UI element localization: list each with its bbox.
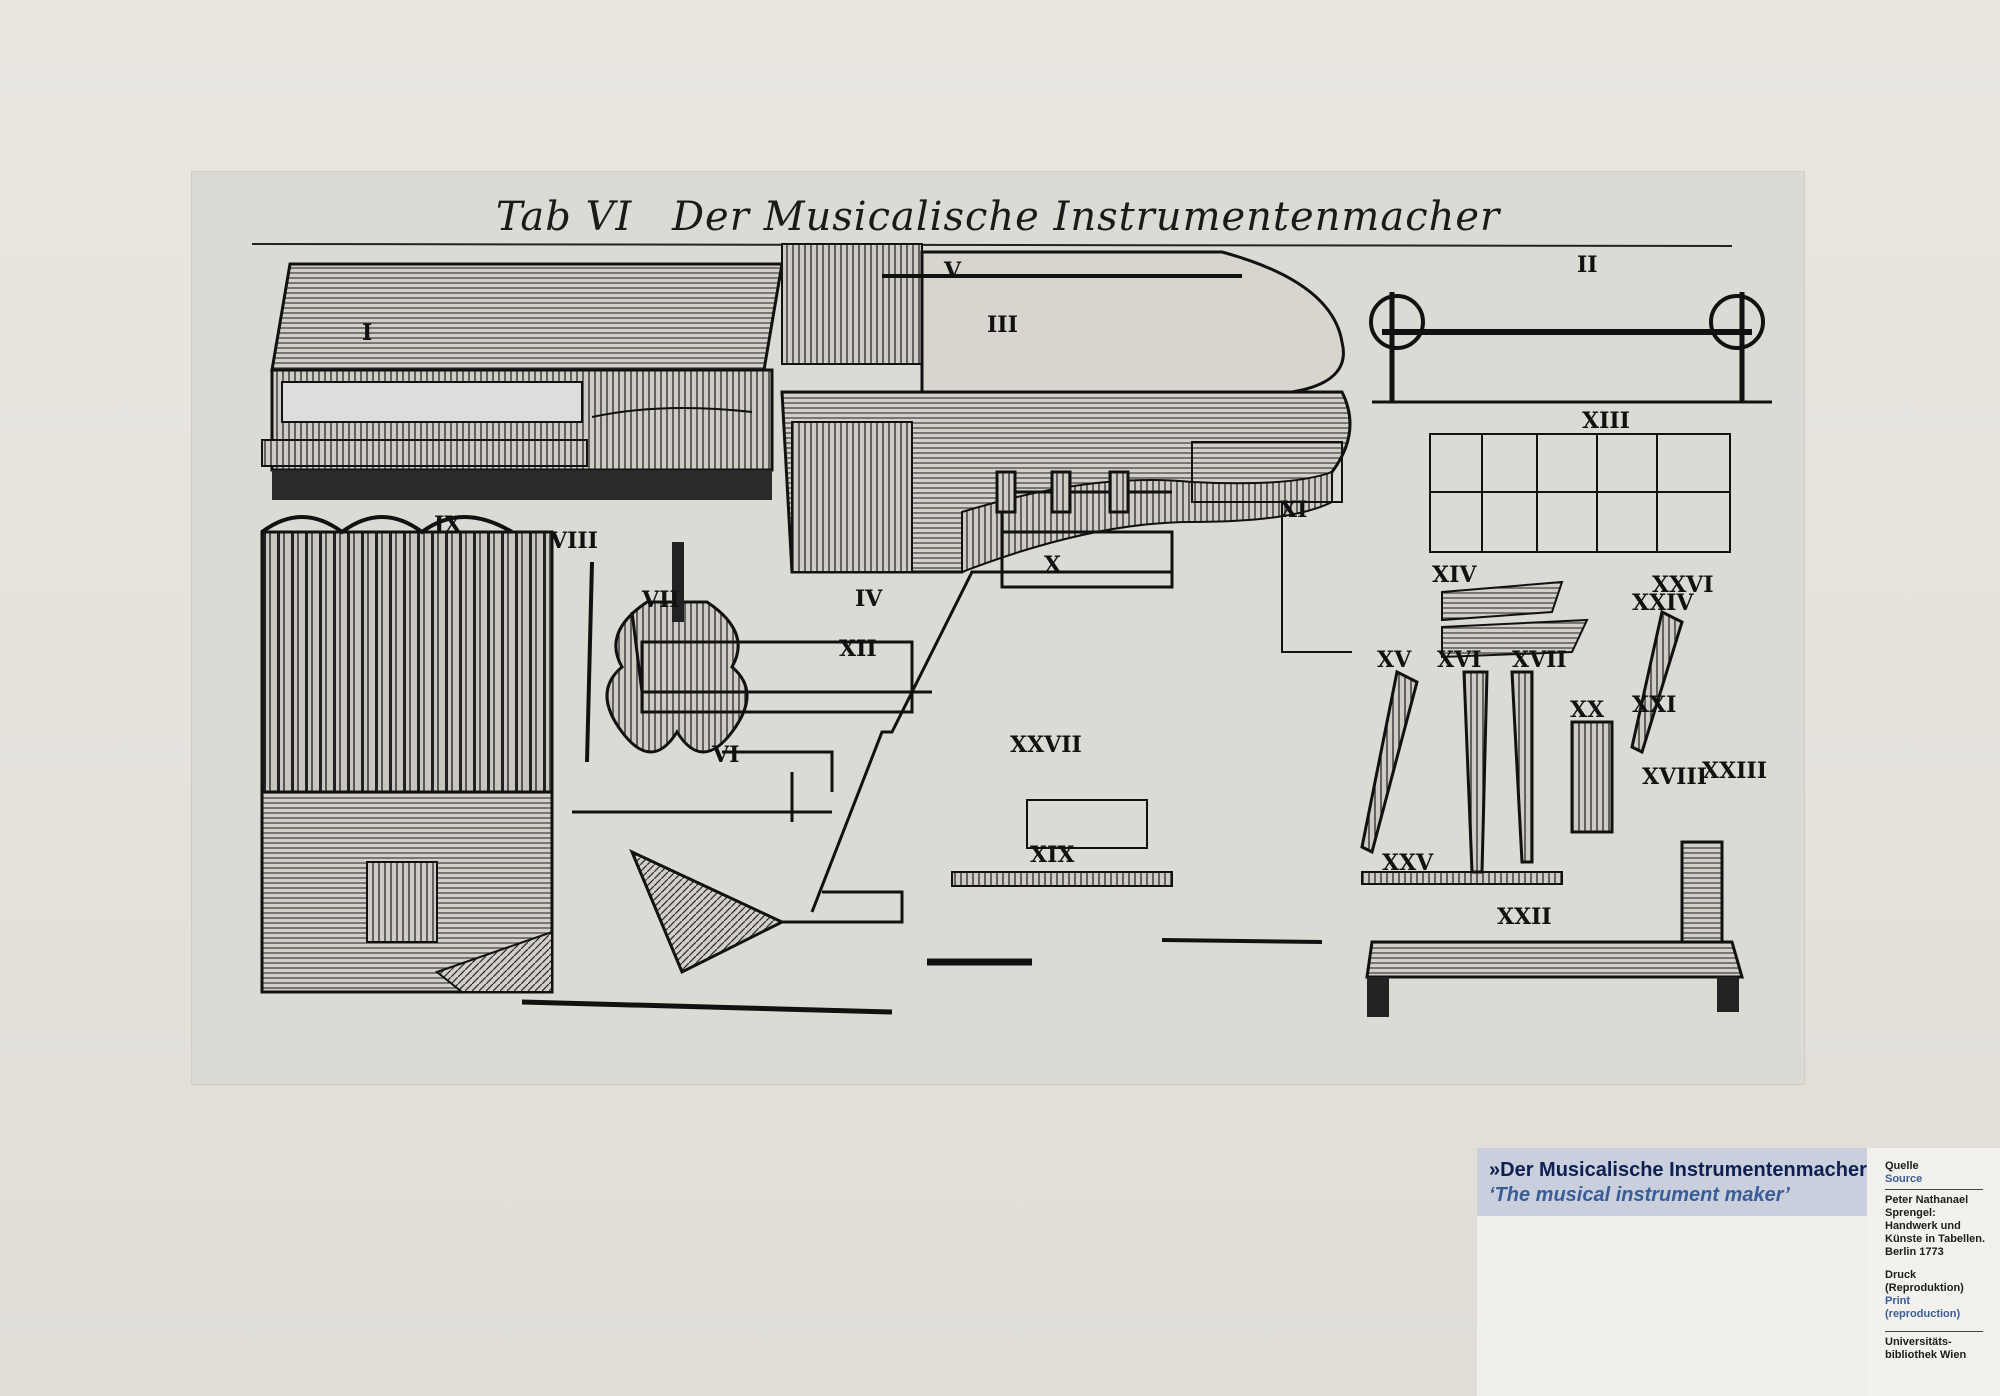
roman-label: IV [855, 586, 883, 612]
roman-label: XXVII [1010, 732, 1082, 758]
roman-label: XXI [1632, 692, 1676, 718]
roman-label: XVIII [1642, 764, 1707, 790]
source-panel: Quelle Source Peter Nathanael Sprengel: … [1867, 1148, 2000, 1396]
roman-label: XII [839, 636, 877, 662]
divider [1885, 1189, 1983, 1190]
roman-label: XIX [1030, 842, 1075, 868]
roman-label: XI [1280, 497, 1307, 523]
figure-mechanisms [521, 490, 1174, 1015]
roman-label: VIII [549, 528, 598, 554]
plate-title: Tab VI Der Musicalische Instrumentenmach… [192, 194, 1804, 240]
roman-label: XVII [1512, 647, 1567, 673]
roman-label: XIV [1432, 562, 1477, 588]
figure-clavichord [261, 262, 784, 500]
object-type-english: Print (reproduction) [1885, 1295, 1961, 1320]
roman-label: XXV [1382, 850, 1434, 876]
roman-label: III [987, 312, 1018, 338]
figure-winding-machine [1369, 292, 1772, 404]
divider [1885, 1331, 1983, 1332]
roman-label: XXIV [1632, 590, 1694, 616]
roman-label: XVI [1437, 647, 1481, 673]
source-citation: Peter Nathanael Sprengel: Handwerk und K… [1885, 1194, 1986, 1258]
label-title-german: »Der Musicalische Instrumentenmacher« [1489, 1159, 1879, 1181]
figure-bench [1365, 940, 1744, 1017]
roman-label: XXIII [1702, 758, 1767, 784]
plate-title-tab: Tab VI [495, 194, 633, 240]
source-heading-english: Source [1885, 1173, 1923, 1185]
roman-label: X [1044, 552, 1062, 578]
wall-label: »Der Musicalische Instrumentenmacher« ‘T… [1477, 1148, 1879, 1396]
figure-windchest [995, 470, 1130, 514]
roman-label: VII [641, 587, 680, 613]
roman-label: V [943, 258, 962, 284]
plate-title-text: Der Musicalische Instrumentenmacher [671, 194, 1501, 240]
figure-organ [260, 515, 554, 994]
object-type-german: Druck (Reproduktion) [1885, 1269, 1964, 1294]
roman-label: XX [1570, 697, 1605, 723]
engraving-plate: Tab VI Der Musicalische Instrumentenmach… [192, 172, 1804, 1084]
roman-label: II [1577, 252, 1598, 278]
roman-label: XV [1377, 647, 1412, 673]
roman-label: XXII [1497, 904, 1552, 930]
wall-label-title-band: »Der Musicalische Instrumentenmacher« ‘T… [1477, 1148, 1879, 1216]
engraving-drawing: V II III IV IX VIII VII VI XII X XI XIII… [251, 243, 1772, 1017]
figure-frame-grid [1429, 433, 1731, 553]
figure-wedges [1441, 580, 1589, 659]
figure-harpsichord [780, 243, 1352, 574]
label-title-english: ‘The musical instrument maker’ [1489, 1184, 1790, 1206]
roman-label: IX [434, 512, 462, 538]
figure-violin-and-bow [585, 542, 749, 763]
collection-holder: Universitäts-bibliothek Wien [1885, 1336, 1967, 1361]
roman-label: VI [711, 742, 739, 768]
source-heading-german: Quelle [1885, 1160, 1919, 1172]
roman-label: XIII [1582, 408, 1630, 434]
roman-label: I [362, 320, 372, 346]
roman-label: XXVI [1652, 572, 1714, 598]
